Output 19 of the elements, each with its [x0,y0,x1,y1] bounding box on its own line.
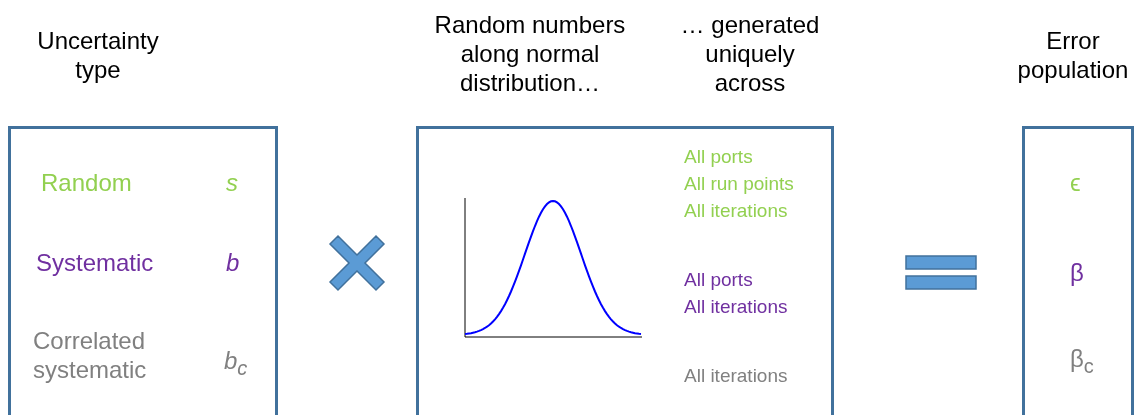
symbol-label: β$_{c}$ [1070,344,1094,379]
symbol-label: b [226,248,240,277]
symbol-label: b$_{c}$ [224,346,248,381]
column-heading: Error population [1016,26,1130,84]
scope-label: All iterations [684,364,788,387]
scope-label: All run points [684,172,794,195]
column-heading: Random numbers along normal distribution… [433,10,627,97]
uncertainty-label: Correlated systematic [33,326,148,384]
scope-label: All ports [684,268,753,291]
symbol-label: s [226,168,238,197]
column-heading: … generated uniquely across [680,10,820,97]
symbol-label: β [1070,258,1084,287]
scope-label: All iterations [684,199,788,222]
scope-label: All iterations [684,295,788,318]
uncertainty-label: Random [41,168,132,197]
symbol-label: ϵ [1070,168,1081,197]
column-heading: Uncertainty type [36,26,160,84]
uncertainty-label: Systematic [36,248,154,277]
scope-label: All ports [684,145,753,168]
